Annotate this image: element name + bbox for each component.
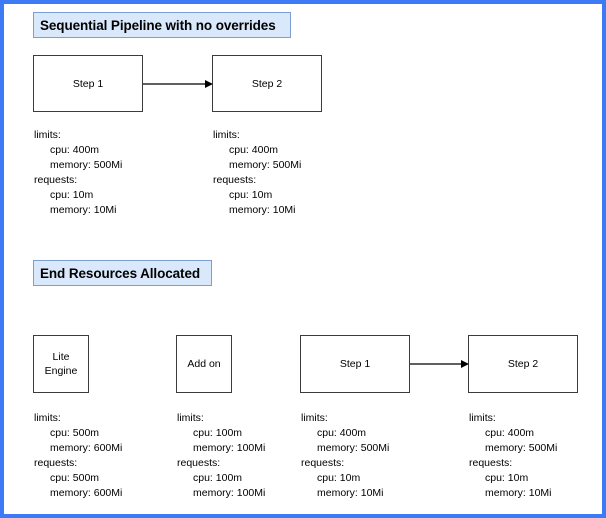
node-box-end-step-1[interactable]: Step 1 xyxy=(300,335,410,393)
section-header-end-resources-allocated: End Resources Allocated xyxy=(33,260,212,286)
resource-line: memory: 10Mi xyxy=(50,204,117,216)
resource-line: memory: 500Mi xyxy=(317,442,390,454)
resource-line: requests: xyxy=(177,457,221,469)
resource-line: cpu: 500m xyxy=(50,427,100,439)
section-header-sequential-pipeline: Sequential Pipeline with no overrides xyxy=(33,12,291,38)
resource-line: requests: xyxy=(301,457,345,469)
resource-line: memory: 600Mi xyxy=(50,442,123,454)
resource-line: requests: xyxy=(213,174,257,186)
resource-line: cpu: 400m xyxy=(485,427,535,439)
resource-spec-pipeline-step-2: limits: cpu: 400m memory: 500Mi requests… xyxy=(213,128,301,218)
resource-line: memory: 500Mi xyxy=(50,159,123,171)
resource-line: requests: xyxy=(34,174,78,186)
resource-line: requests: xyxy=(34,457,78,469)
resource-line: cpu: 500m xyxy=(50,472,100,484)
resource-spec-end-step-1: limits: cpu: 400m memory: 500Mi requests… xyxy=(301,411,389,501)
resource-line: memory: 10Mi xyxy=(317,487,384,499)
resource-line: limits: xyxy=(301,412,328,424)
resource-line: memory: 10Mi xyxy=(229,204,296,216)
resource-line: limits: xyxy=(34,129,61,141)
node-box-end-step-2[interactable]: Step 2 xyxy=(468,335,578,393)
resource-line: cpu: 10m xyxy=(50,189,94,201)
resource-line: cpu: 400m xyxy=(317,427,367,439)
resource-line: cpu: 10m xyxy=(485,472,529,484)
resource-line: limits: xyxy=(34,412,61,424)
resource-line: memory: 100Mi xyxy=(193,487,266,499)
resource-line: limits: xyxy=(177,412,204,424)
resource-line: memory: 500Mi xyxy=(229,159,302,171)
resource-line: memory: 600Mi xyxy=(50,487,123,499)
node-box-pipeline-step-2[interactable]: Step 2 xyxy=(212,55,322,112)
resource-line: cpu: 400m xyxy=(50,144,100,156)
node-box-lite-engine[interactable]: Lite Engine xyxy=(33,335,89,393)
resource-line: memory: 100Mi xyxy=(193,442,266,454)
node-box-pipeline-step-1[interactable]: Step 1 xyxy=(33,55,143,112)
resource-line: requests: xyxy=(469,457,513,469)
resource-line: cpu: 10m xyxy=(229,189,273,201)
resource-line: memory: 10Mi xyxy=(485,487,552,499)
resource-spec-add-on: limits: cpu: 100m memory: 100Mi requests… xyxy=(177,411,265,501)
node-box-add-on[interactable]: Add on xyxy=(176,335,232,393)
diagram-stage: Sequential Pipeline with no overrides St… xyxy=(4,4,602,514)
resource-line: limits: xyxy=(469,412,496,424)
resource-line: cpu: 100m xyxy=(193,427,243,439)
resource-line: cpu: 100m xyxy=(193,472,243,484)
resource-line: cpu: 10m xyxy=(317,472,361,484)
arrow-pipeline-step1-to-step2 xyxy=(143,79,213,89)
resource-line: memory: 500Mi xyxy=(485,442,558,454)
resource-spec-pipeline-step-1: limits: cpu: 400m memory: 500Mi requests… xyxy=(34,128,122,218)
resource-spec-end-step-2: limits: cpu: 400m memory: 500Mi requests… xyxy=(469,411,557,501)
arrow-end-step1-to-step2 xyxy=(410,359,469,369)
resource-spec-lite-engine: limits: cpu: 500m memory: 600Mi requests… xyxy=(34,411,122,501)
resource-line: limits: xyxy=(213,129,240,141)
resource-line: cpu: 400m xyxy=(229,144,279,156)
